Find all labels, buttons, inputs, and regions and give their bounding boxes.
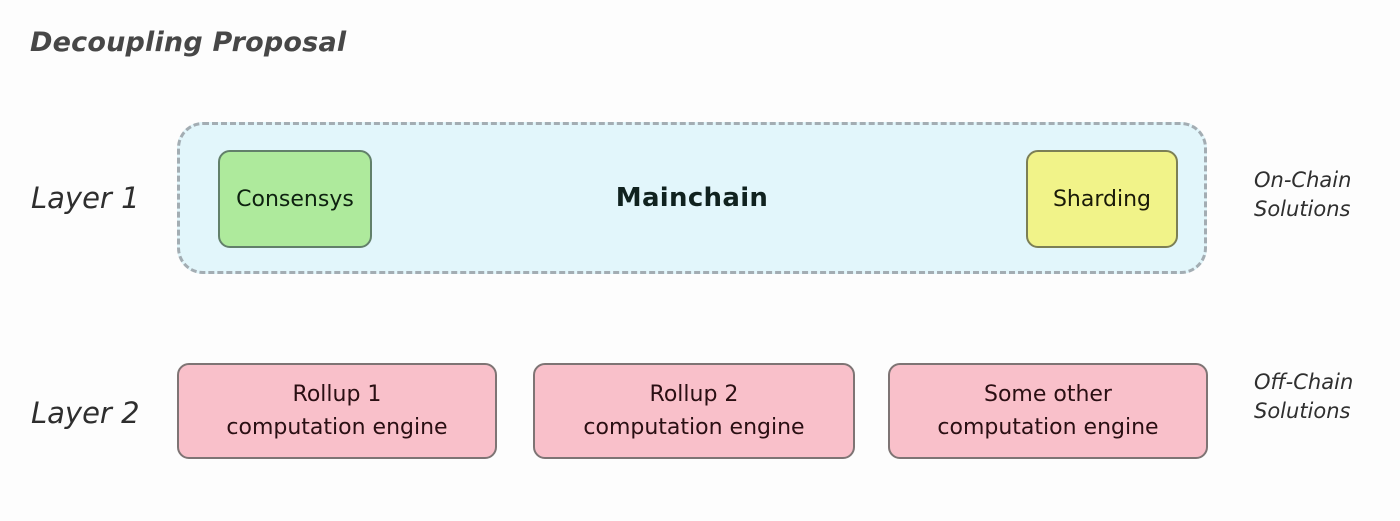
off-chain-line-2: Solutions	[1254, 399, 1351, 423]
node-some-other-engine-label: Some other computation engine	[937, 378, 1158, 444]
node-sharding[interactable]: Sharding	[1026, 150, 1178, 248]
on-chain-line-2: Solutions	[1254, 197, 1351, 221]
off-chain-line-1: Off-Chain	[1254, 370, 1354, 394]
node-consensys[interactable]: Consensys	[218, 150, 372, 248]
node-some-other-engine-line-1: Some other	[983, 382, 1112, 407]
node-rollup-1-line-2: computation engine	[226, 415, 448, 440]
node-rollup-2-line-1: Rollup 2	[649, 382, 739, 407]
node-rollup-2-line-2: computation engine	[583, 415, 805, 440]
node-rollup-1-label: Rollup 1 computation engine	[226, 378, 447, 444]
node-rollup-1[interactable]: Rollup 1 computation engine	[177, 363, 497, 459]
node-rollup-1-line-1: Rollup 1	[292, 382, 382, 407]
layer-2-row-label: Layer 2	[31, 396, 140, 430]
on-chain-line-1: On-Chain	[1254, 168, 1352, 192]
node-rollup-2-label: Rollup 2 computation engine	[583, 378, 804, 444]
mainchain-label: Mainchain	[615, 183, 769, 213]
node-rollup-2[interactable]: Rollup 2 computation engine	[533, 363, 855, 459]
off-chain-solutions-label: Off-Chain Solutions	[1254, 368, 1353, 426]
node-sharding-label: Sharding	[1052, 186, 1152, 212]
page-title: Decoupling Proposal	[30, 27, 347, 58]
node-some-other-engine[interactable]: Some other computation engine	[888, 363, 1208, 459]
node-consensys-label: Consensys	[236, 186, 354, 212]
on-chain-solutions-label: On-Chain Solutions	[1254, 166, 1351, 224]
layer-1-row-label: Layer 1	[31, 181, 140, 215]
node-some-other-engine-line-2: computation engine	[937, 415, 1159, 440]
